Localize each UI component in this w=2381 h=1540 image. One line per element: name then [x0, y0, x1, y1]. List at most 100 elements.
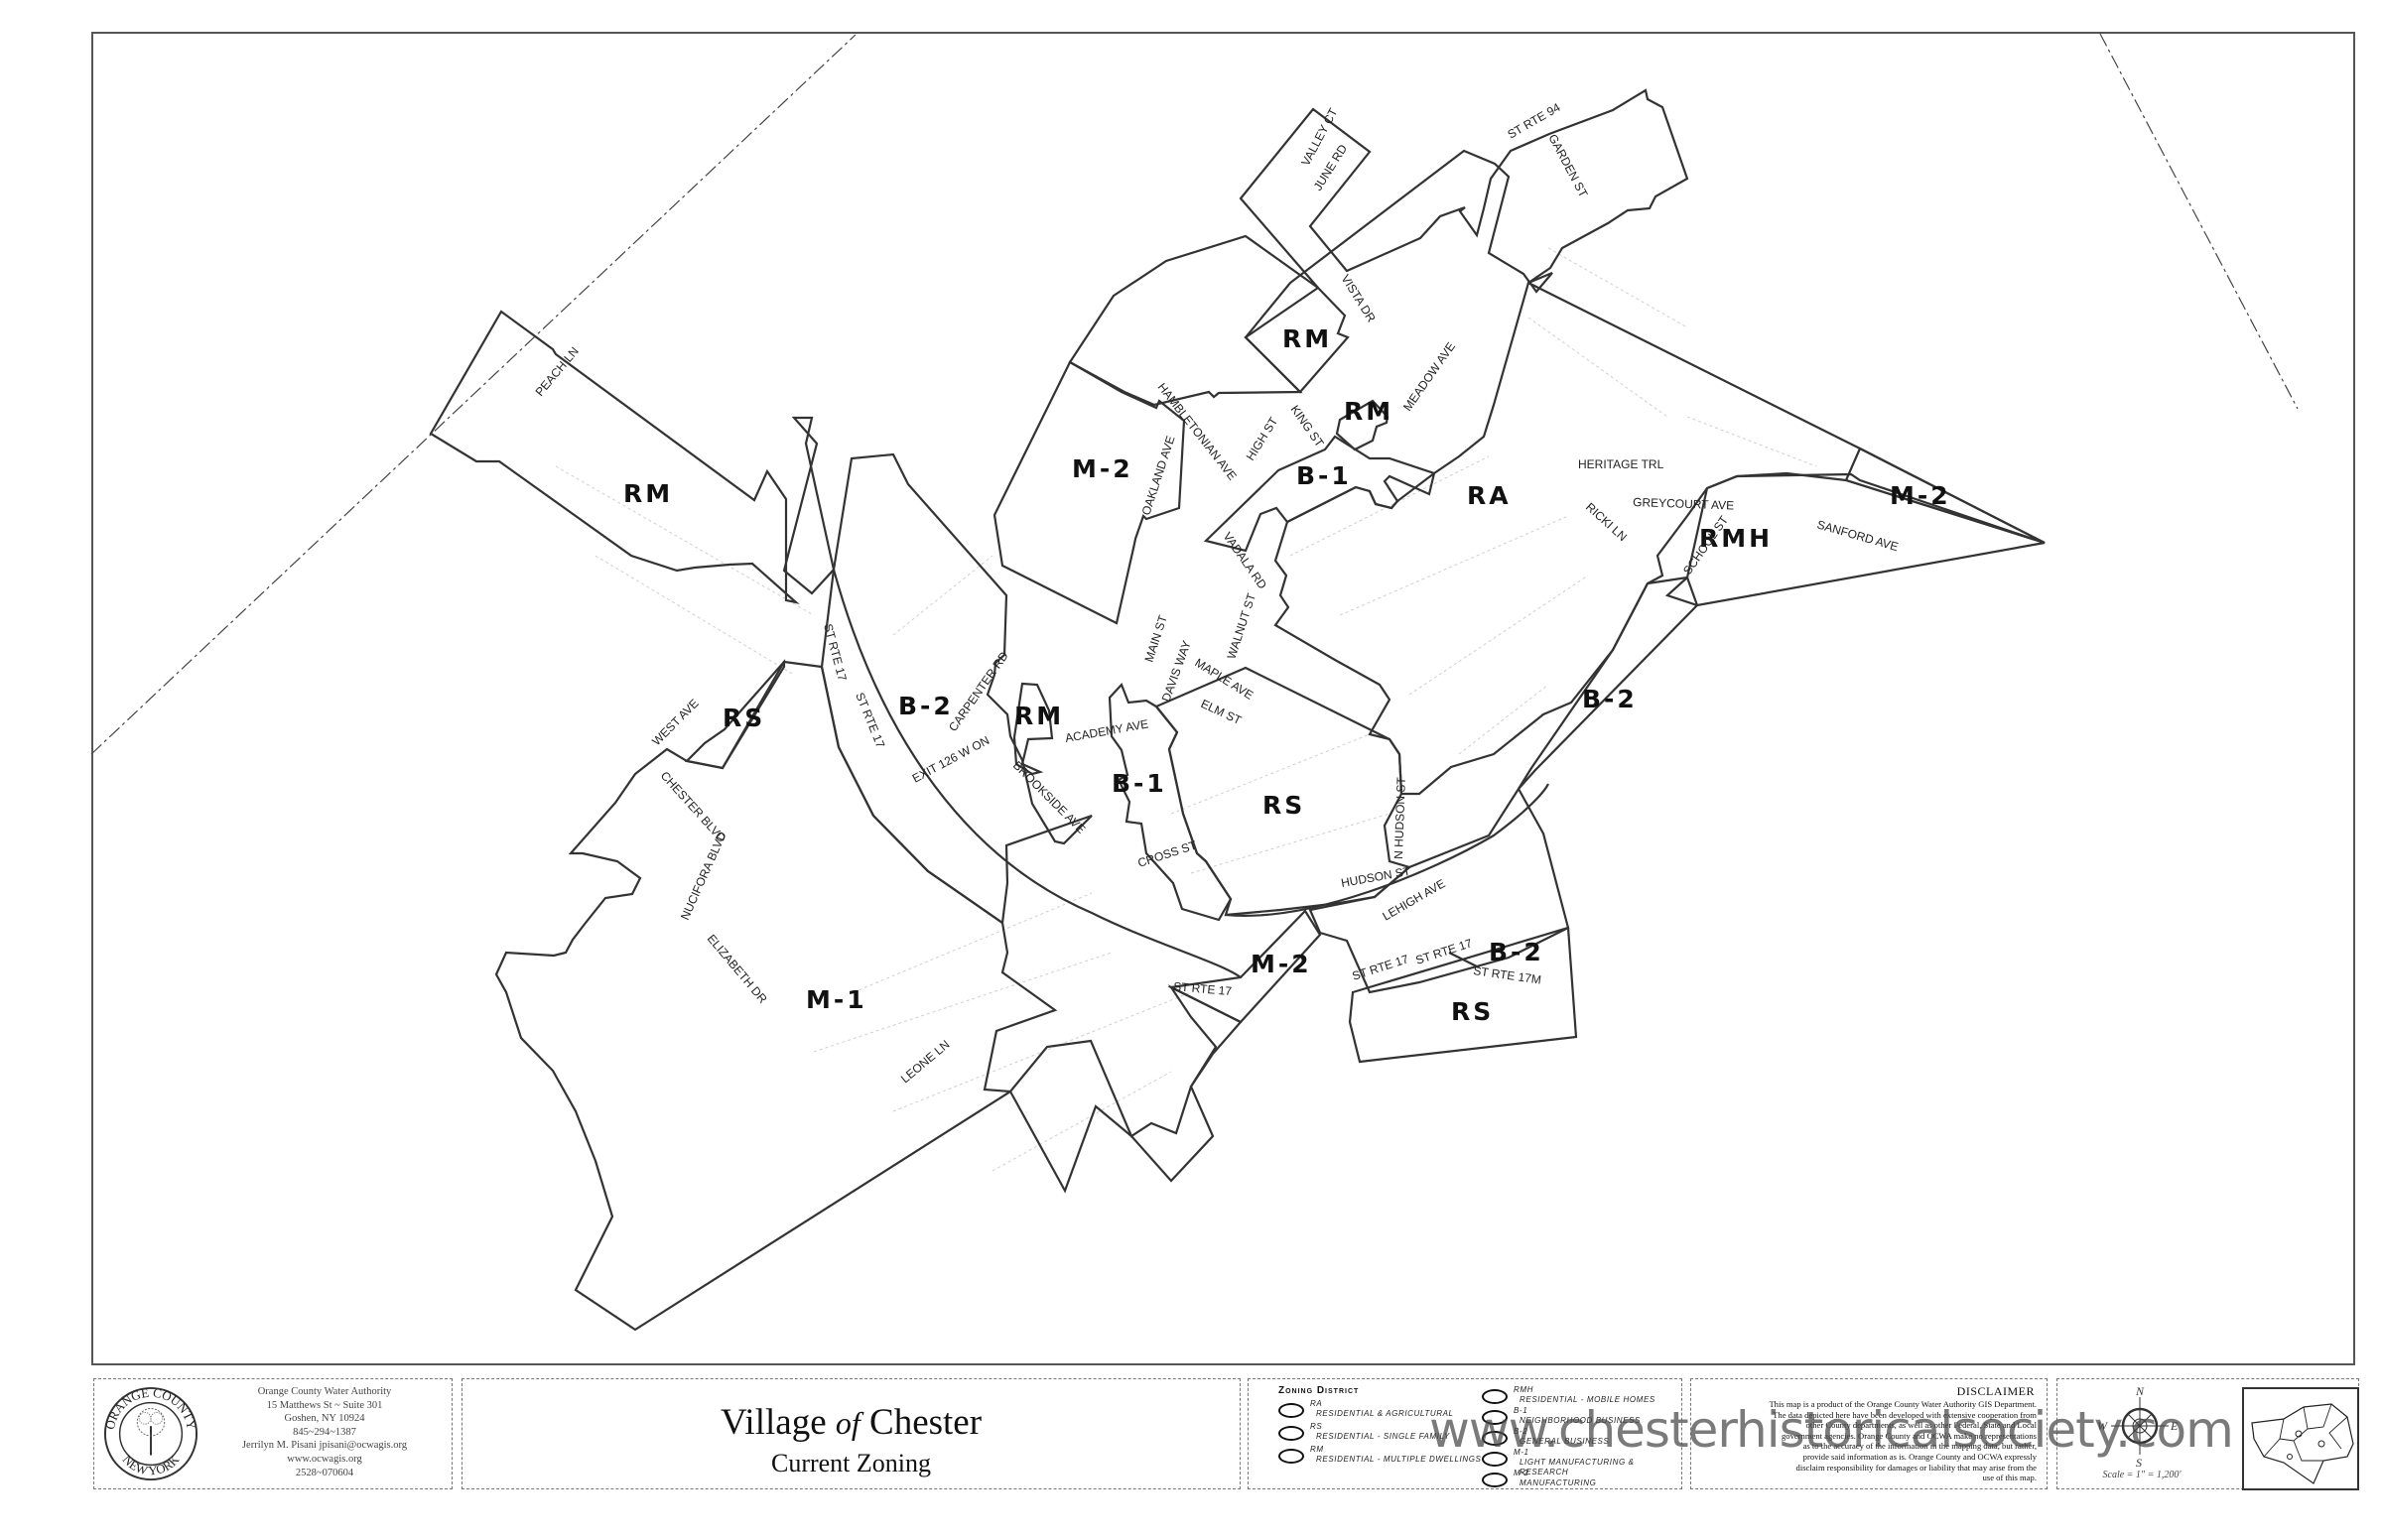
- oval-swatch-icon: [1482, 1473, 1508, 1487]
- zone-label: RMH: [1699, 524, 1773, 553]
- legend-heading: Zoning District: [1278, 1385, 1360, 1396]
- legend-item-ra: RAResidential & Agricultural: [1278, 1399, 1454, 1419]
- oval-swatch-icon: [1482, 1410, 1508, 1425]
- zone-rs-southeast: [1348, 926, 1578, 1064]
- agency-name: Orange County Water Authority: [257, 1386, 392, 1397]
- orange-county-seal-icon: ORANGE COUNTY NEW YORK: [103, 1386, 198, 1481]
- street-label: HERITAGE TRL: [1578, 457, 1664, 471]
- street-label: ACADEMY AVE: [1064, 716, 1149, 745]
- legend-item-b2: B-2General Business: [1482, 1427, 1609, 1447]
- map-subtitle: Current Zoning: [770, 1449, 932, 1477]
- street-label: CARPENTER RD: [946, 649, 1011, 734]
- zone-label: RS: [723, 704, 765, 732]
- street-label: OAKLAND AVE: [1139, 435, 1178, 517]
- street-label: SANFORD AVE: [1815, 517, 1900, 554]
- parcel-lines: [555, 247, 1817, 1172]
- legend-item-m1: M-1Light Manufacturing & Research: [1482, 1448, 1681, 1477]
- zone-label: M-2: [1890, 481, 1951, 510]
- street-label: WEST AVE: [649, 697, 702, 749]
- zone-rs-downtown: [1154, 666, 1412, 917]
- svg-text:E: E: [2170, 1419, 2179, 1433]
- street-label: ST RTE 17M: [1473, 963, 1542, 986]
- zone-label: RM: [1344, 397, 1393, 426]
- st-rte-17-curve: [832, 569, 1242, 978]
- street-label: MAIN ST: [1142, 613, 1171, 664]
- zone-label: M-2: [1251, 950, 1312, 978]
- street-label: WALNUT ST: [1225, 591, 1259, 661]
- street-label: N HUDSON ST: [1391, 776, 1408, 859]
- oval-swatch-icon: [1482, 1452, 1508, 1467]
- street-label: ELM ST: [1199, 697, 1245, 727]
- zone-strip-rte17: [782, 416, 836, 595]
- zone-b1-north: [1203, 435, 1436, 553]
- svg-text:W: W: [2097, 1419, 2108, 1433]
- street-label: GREYCOURT AVE: [1633, 495, 1734, 513]
- hudson-st-curve: [1225, 783, 1549, 917]
- map-frame: [91, 32, 2355, 1365]
- street-label: KING ST: [1288, 403, 1327, 450]
- agency-website: www.ocwagis.org: [287, 1453, 362, 1465]
- zone-label: B-2: [1489, 938, 1544, 966]
- street-label: NUCIFORA BLVD: [678, 830, 729, 923]
- legend-item-m2: M-2Manufacturing: [1482, 1469, 1596, 1488]
- street-label: ST RTE 17: [821, 622, 850, 683]
- zone-label: RM: [623, 479, 673, 508]
- zone-m2-south: [1167, 909, 1322, 1024]
- zone-ra-north-arm: [1068, 88, 1689, 407]
- agency-map-id: 2528~070604: [295, 1467, 354, 1478]
- oval-swatch-icon: [1278, 1426, 1304, 1441]
- zone-m2-north: [992, 360, 1186, 625]
- town-boundary-line-west: [90, 34, 857, 755]
- street-label: RICKI LN: [1583, 500, 1630, 544]
- street-label: PEACH LN: [533, 344, 582, 399]
- agency-phone: 845~294~1387: [293, 1426, 356, 1438]
- zone-label: B-1: [1112, 769, 1167, 798]
- zone-label: M-2: [1072, 454, 1133, 483]
- legend-item-b1: B-1Neighborhood Business: [1482, 1406, 1641, 1426]
- agency-contact: Orange County Water Authority 15 Matthew…: [205, 1385, 444, 1479]
- zone-label: B-2: [898, 692, 954, 720]
- zone-label: RS: [1451, 997, 1494, 1026]
- zone-label: RS: [1262, 791, 1305, 820]
- map-scale: Scale = 1" = 1,200': [2102, 1470, 2182, 1480]
- rte-17m-line: [1448, 952, 1480, 968]
- oval-swatch-icon: [1278, 1449, 1304, 1464]
- zone-label: RM: [1014, 702, 1064, 730]
- disclaimer-heading: DISCLAIMER: [1956, 1384, 2035, 1398]
- oval-swatch-icon: [1482, 1431, 1508, 1446]
- svg-text:N: N: [2135, 1384, 2145, 1398]
- map-title: Village of Chester: [720, 1402, 983, 1443]
- zone-b1-downtown: [1108, 682, 1233, 922]
- street-label: EXIT 126 W ON: [910, 733, 992, 786]
- zone-rm-northwest: [429, 310, 800, 604]
- zone-labels: RM RS B-2 RM B-1 RS M-2 RM RM B-1 RA RMH…: [623, 324, 1951, 1026]
- zone-rm-downtown: [1012, 682, 1054, 776]
- oval-swatch-icon: [1278, 1403, 1304, 1418]
- agency-address: 15 Matthews St ~ Suite 301: [266, 1399, 383, 1411]
- street-label: ST RTE 17: [1414, 936, 1475, 967]
- legend-item-rs: RSResidential - Single Family: [1278, 1422, 1450, 1442]
- svg-text:S: S: [2136, 1456, 2142, 1469]
- street-label: BROOKSIDE AVE: [1010, 758, 1089, 836]
- zone-b2-west: [820, 452, 1093, 925]
- legend-panel: Zoning District RAResidential & Agricult…: [1248, 1378, 1682, 1489]
- agency-panel: ORANGE COUNTY NEW YORK Orange County Wat…: [93, 1378, 453, 1489]
- street-label: ST RTE 17: [1173, 979, 1233, 998]
- zone-rm-king: [1335, 399, 1389, 451]
- agency-city: Goshen, NY 10924: [284, 1413, 365, 1425]
- zone-m2-east: [1844, 447, 2046, 545]
- street-label: GARDEN ST: [1545, 132, 1591, 200]
- street-label: LEONE LN: [898, 1037, 952, 1086]
- street-label: HUDSON ST: [1340, 864, 1412, 890]
- county-locator-inset: [2242, 1387, 2359, 1490]
- zone-label: RM: [1282, 324, 1332, 353]
- compass-rose-icon: N S E W: [2097, 1384, 2179, 1469]
- disclaimer-text: This map is a product of the Orange Coun…: [1769, 1399, 2037, 1483]
- zone-label: B-2: [1582, 685, 1638, 713]
- disclaimer-panel: DISCLAIMER This map is a product of the …: [1690, 1378, 2048, 1489]
- zone-label: M-1: [806, 985, 867, 1014]
- street-label: DAVIS WAY: [1159, 639, 1194, 704]
- oval-swatch-icon: [1482, 1389, 1508, 1404]
- street-label: VADALA RD: [1221, 530, 1270, 592]
